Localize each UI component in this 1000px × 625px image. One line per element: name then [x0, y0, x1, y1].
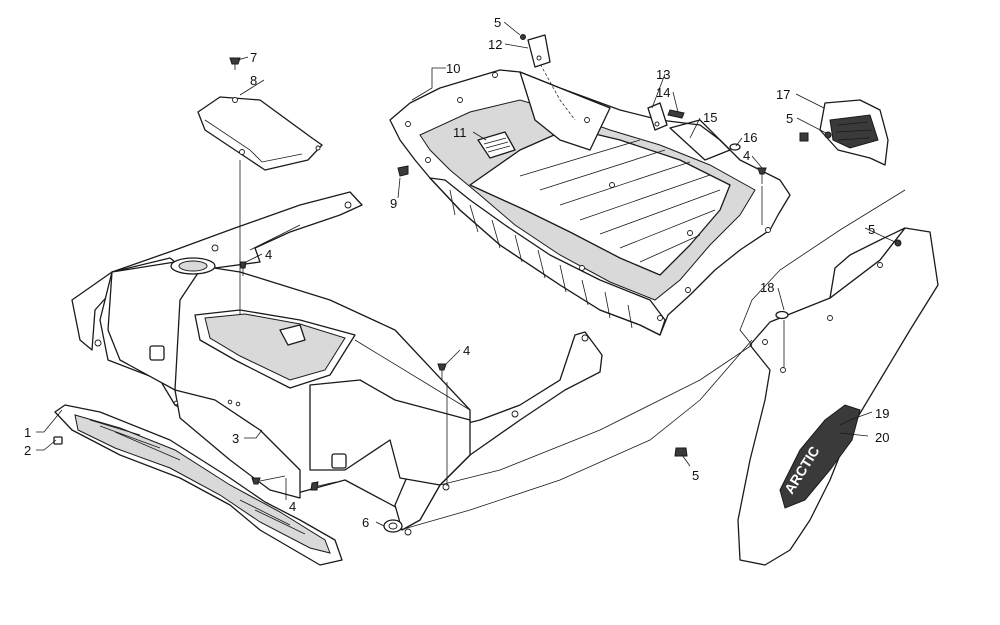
callout-labels: 1 2 3 4 4 4 4 5 5 5 5 6 7 8 9 10 11 12 1…	[24, 15, 889, 530]
callout-4d: 4	[289, 499, 296, 514]
callout-13: 13	[656, 67, 670, 82]
callout-18: 18	[760, 280, 774, 295]
callout-5b: 5	[868, 222, 875, 237]
callout-12: 12	[488, 37, 502, 52]
outline-lines	[399, 189, 906, 531]
bracket-12	[520, 34, 551, 68]
callout-6: 6	[362, 515, 369, 530]
callout-4b: 4	[463, 343, 470, 358]
rear-body-panel	[71, 191, 603, 536]
callout-20: 20	[875, 430, 889, 445]
callout-17: 17	[776, 87, 790, 102]
callout-14: 14	[656, 85, 670, 100]
latch-bracket	[647, 102, 685, 131]
tail-light	[799, 99, 889, 166]
callout-5d: 5	[692, 468, 699, 483]
callout-8: 8	[250, 73, 257, 88]
leader-lines	[36, 21, 896, 527]
callout-4a: 4	[265, 247, 272, 262]
callout-5a: 5	[494, 15, 501, 30]
callout-19: 19	[875, 406, 889, 421]
callout-2: 2	[24, 443, 31, 458]
callout-16: 16	[743, 130, 757, 145]
callout-5c: 5	[786, 111, 793, 126]
callout-15: 15	[703, 110, 717, 125]
callout-7: 7	[250, 50, 257, 65]
callout-1: 1	[24, 425, 31, 440]
cargo-box	[389, 59, 791, 336]
callout-10: 10	[446, 61, 460, 76]
lower-trim-panel	[53, 404, 343, 566]
callout-9: 9	[390, 196, 397, 211]
hardware	[229, 57, 832, 533]
right-side-panel: ARCTIC	[737, 227, 939, 566]
callout-4c: 4	[743, 148, 750, 163]
callout-11: 11	[453, 125, 467, 140]
callout-3: 3	[232, 431, 239, 446]
storage-lid	[197, 96, 323, 171]
